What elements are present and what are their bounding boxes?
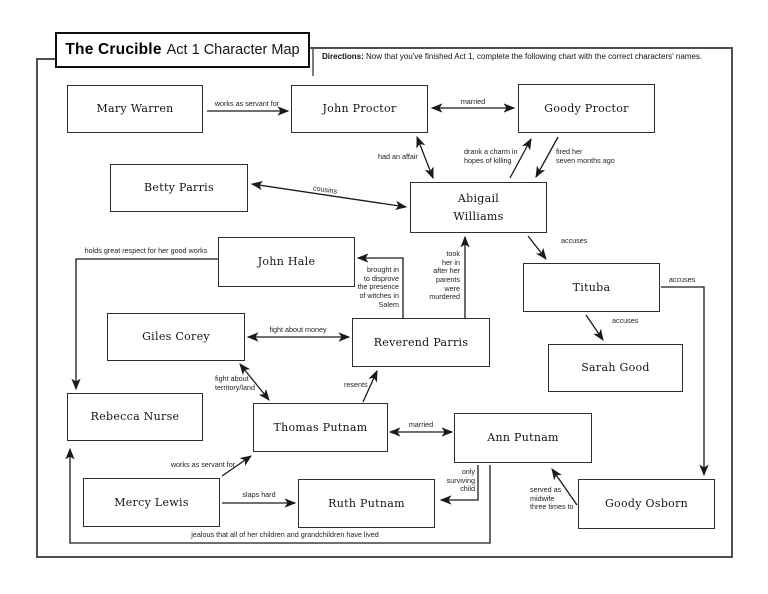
character-name-thomas-putnam: Thomas Putnam (273, 420, 368, 434)
edge-line-brought-in-to-disprove (356, 253, 404, 318)
edge-label-brought-in-to-disprove: brought in to disprove the presence of w… (357, 265, 399, 309)
character-box-betty-parris: Betty Parris (110, 164, 248, 212)
edge-line-holds-great-respect (71, 258, 218, 391)
edge-line-served-as-midwife (551, 468, 578, 506)
edge-label-only-surviving-child: only surviving child (446, 467, 475, 494)
character-box-john-hale: John Hale (218, 237, 355, 287)
character-box-ruth-putnam: Ruth Putnam (298, 479, 435, 528)
character-box-goody-osborn: Goody Osborn (578, 479, 715, 529)
edge-line-had-an-affair (416, 135, 434, 180)
edge-line-fired-her (535, 136, 559, 179)
character-name-sarah-good: Sarah Good (581, 361, 650, 375)
character-box-thomas-putnam: Thomas Putnam (253, 403, 388, 452)
edge-label-fired-her: fired her seven months ago (556, 147, 615, 165)
character-name-goody-proctor: Goody Proctor (544, 101, 629, 115)
character-name-giles-corey: Giles Corey (142, 330, 210, 344)
title-box: The Crucible Act 1 Character Map (55, 32, 310, 68)
edge-line-accuses-abigail-tituba (527, 235, 547, 260)
character-name-mercy-lewis: Mercy Lewis (114, 495, 189, 509)
directions-body: Now that you've finished Act 1, complete… (363, 52, 703, 61)
edge-line-resents (362, 369, 378, 403)
character-box-mercy-lewis: Mercy Lewis (83, 478, 220, 527)
edge-label-accuses-tituba-osborn: accuses (668, 275, 696, 284)
edge-label-served-as-midwife: served as midwife three times to (530, 485, 574, 512)
edge-label-jealous-children-lived: jealous that all of her children and gra… (191, 530, 379, 539)
character-box-ann-putnam: Ann Putnam (454, 413, 592, 463)
edge-label-had-an-affair: had an affair (378, 152, 418, 161)
edge-label-resents: resents (344, 380, 368, 389)
character-name-mary-warren: Mary Warren (96, 102, 174, 116)
edge-lines (65, 103, 709, 544)
edge-label-took-her-in: took her in after her parents were murde… (429, 249, 460, 302)
edge-label-fight-about-territory: fight about territory/land (215, 374, 255, 392)
character-box-giles-corey: Giles Corey (107, 313, 245, 361)
character-name-tituba: Tituba (572, 280, 611, 294)
character-box-mary-warren: Mary Warren (67, 85, 203, 133)
character-box-tituba: Tituba (523, 263, 660, 312)
edge-line-accuses-tituba-osborn (661, 286, 709, 477)
character-box-rebecca-nurse: Rebecca Nurse (67, 393, 203, 441)
edge-label-accuses-abigail-tituba: accuses (561, 236, 588, 245)
edge-line-only-surviving-child (439, 465, 479, 505)
edge-line-fight-about-territory (239, 363, 270, 401)
character-box-sarah-good: Sarah Good (548, 344, 683, 392)
edge-label-works-as-servant-for-putnam: works as servant for (170, 460, 236, 469)
character-box-goody-proctor: Goody Proctor (518, 84, 655, 133)
directions-text: Directions: Now that you've finished Act… (322, 52, 726, 61)
character-name-john-hale: John Hale (257, 255, 316, 269)
edge-label-married-putnams: married (408, 420, 434, 429)
title-regular: Act 1 Character Map (166, 42, 300, 58)
character-name-goody-osborn: Goody Osborn (604, 497, 689, 511)
edge-label-drank-a-charm: drank a charm in hopes of killing (464, 147, 518, 165)
edge-line-accuses-tituba-sarah (585, 314, 604, 341)
character-name-john-proctor: John Proctor (322, 102, 397, 116)
edge-line-cousins (250, 180, 408, 211)
character-box-john-proctor: John Proctor (291, 85, 428, 133)
directions-label: Directions: (322, 52, 364, 61)
edge-line-drank-a-charm (509, 137, 532, 179)
edge-label-accuses-tituba-sarah: accuses (612, 316, 639, 325)
character-name-ann-putnam: Ann Putnam (487, 431, 559, 445)
edge-label-fight-about-money: fight about money (269, 325, 327, 334)
edge-label-slaps-hard: slaps hard (242, 490, 276, 499)
character-name-reverend-parris: Reverend Parris (373, 335, 469, 349)
title-bold: The Crucible (65, 41, 162, 58)
character-name-betty-parris: Betty Parris (144, 181, 214, 195)
character-name-rebecca-nurse: Rebecca Nurse (90, 410, 180, 424)
edge-label-married-proctors: married (460, 97, 486, 106)
character-name-abigail-williams: Abigail Williams (453, 192, 504, 223)
edge-label-works-as-servant-for-proctor: works as servant for (214, 99, 280, 108)
edge-label-holds-great-respect: holds great respect for her good works (84, 246, 208, 255)
edge-line-jealous-children-lived (65, 447, 491, 544)
edge-line-works-as-servant-for-putnam (221, 455, 252, 477)
edge-label-cousins: cousins (312, 183, 338, 196)
character-box-reverend-parris: Reverend Parris (352, 318, 490, 367)
outer-border (36, 47, 733, 558)
character-name-ruth-putnam: Ruth Putnam (328, 496, 405, 510)
character-box-abigail-williams: Abigail Williams (410, 182, 547, 233)
